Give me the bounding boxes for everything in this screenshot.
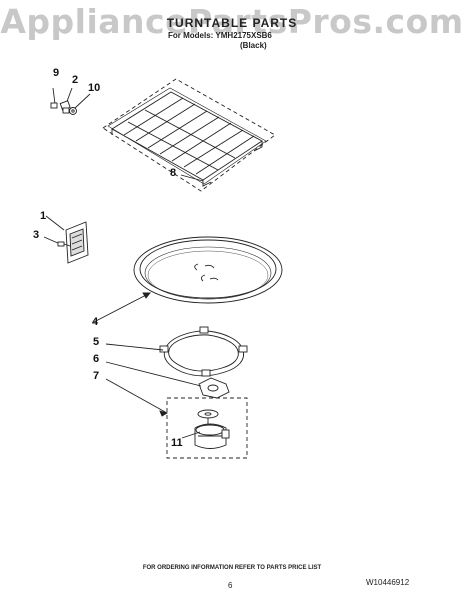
callout-9: 9 (53, 67, 60, 79)
callout-11: 11 (171, 437, 183, 449)
callout-4: 4 (92, 316, 99, 328)
waveguide-cover-part-1 (45, 215, 89, 264)
callout-10: 10 (88, 82, 101, 94)
screw-part-3 (43, 236, 71, 247)
callout-7: 7 (93, 370, 100, 382)
turntable-motor-part-7 (194, 409, 230, 449)
watermark: AppliancePartsPros.com (0, 2, 464, 41)
ordering-note: FOR ORDERING INFORMATION REFER TO PARTS … (142, 565, 322, 571)
model-color: (Black) (240, 41, 267, 50)
callout-1: 1 (40, 210, 47, 222)
wire-rack-part-8 (107, 87, 267, 187)
page-number: 6 (228, 581, 233, 590)
glass-tray-part-4 (133, 236, 283, 304)
roller-ring-part-5 (159, 326, 248, 377)
callout-8: 8 (170, 167, 177, 179)
clip-part-2 (59, 87, 73, 114)
coupler-part-6 (198, 377, 230, 399)
callout-5: 5 (93, 336, 100, 348)
screw-part-9 (50, 87, 58, 109)
rack-outline-box (102, 78, 276, 192)
callout-2: 2 (72, 74, 79, 86)
page-title: TURNTABLE PARTS (166, 16, 298, 30)
callout-3: 3 (33, 229, 40, 241)
callout-6: 6 (93, 353, 100, 365)
document-number: W10446912 (366, 578, 410, 587)
washer-part-10 (69, 93, 91, 115)
model-number: For Models: YMH2175XSB6 (168, 31, 272, 40)
